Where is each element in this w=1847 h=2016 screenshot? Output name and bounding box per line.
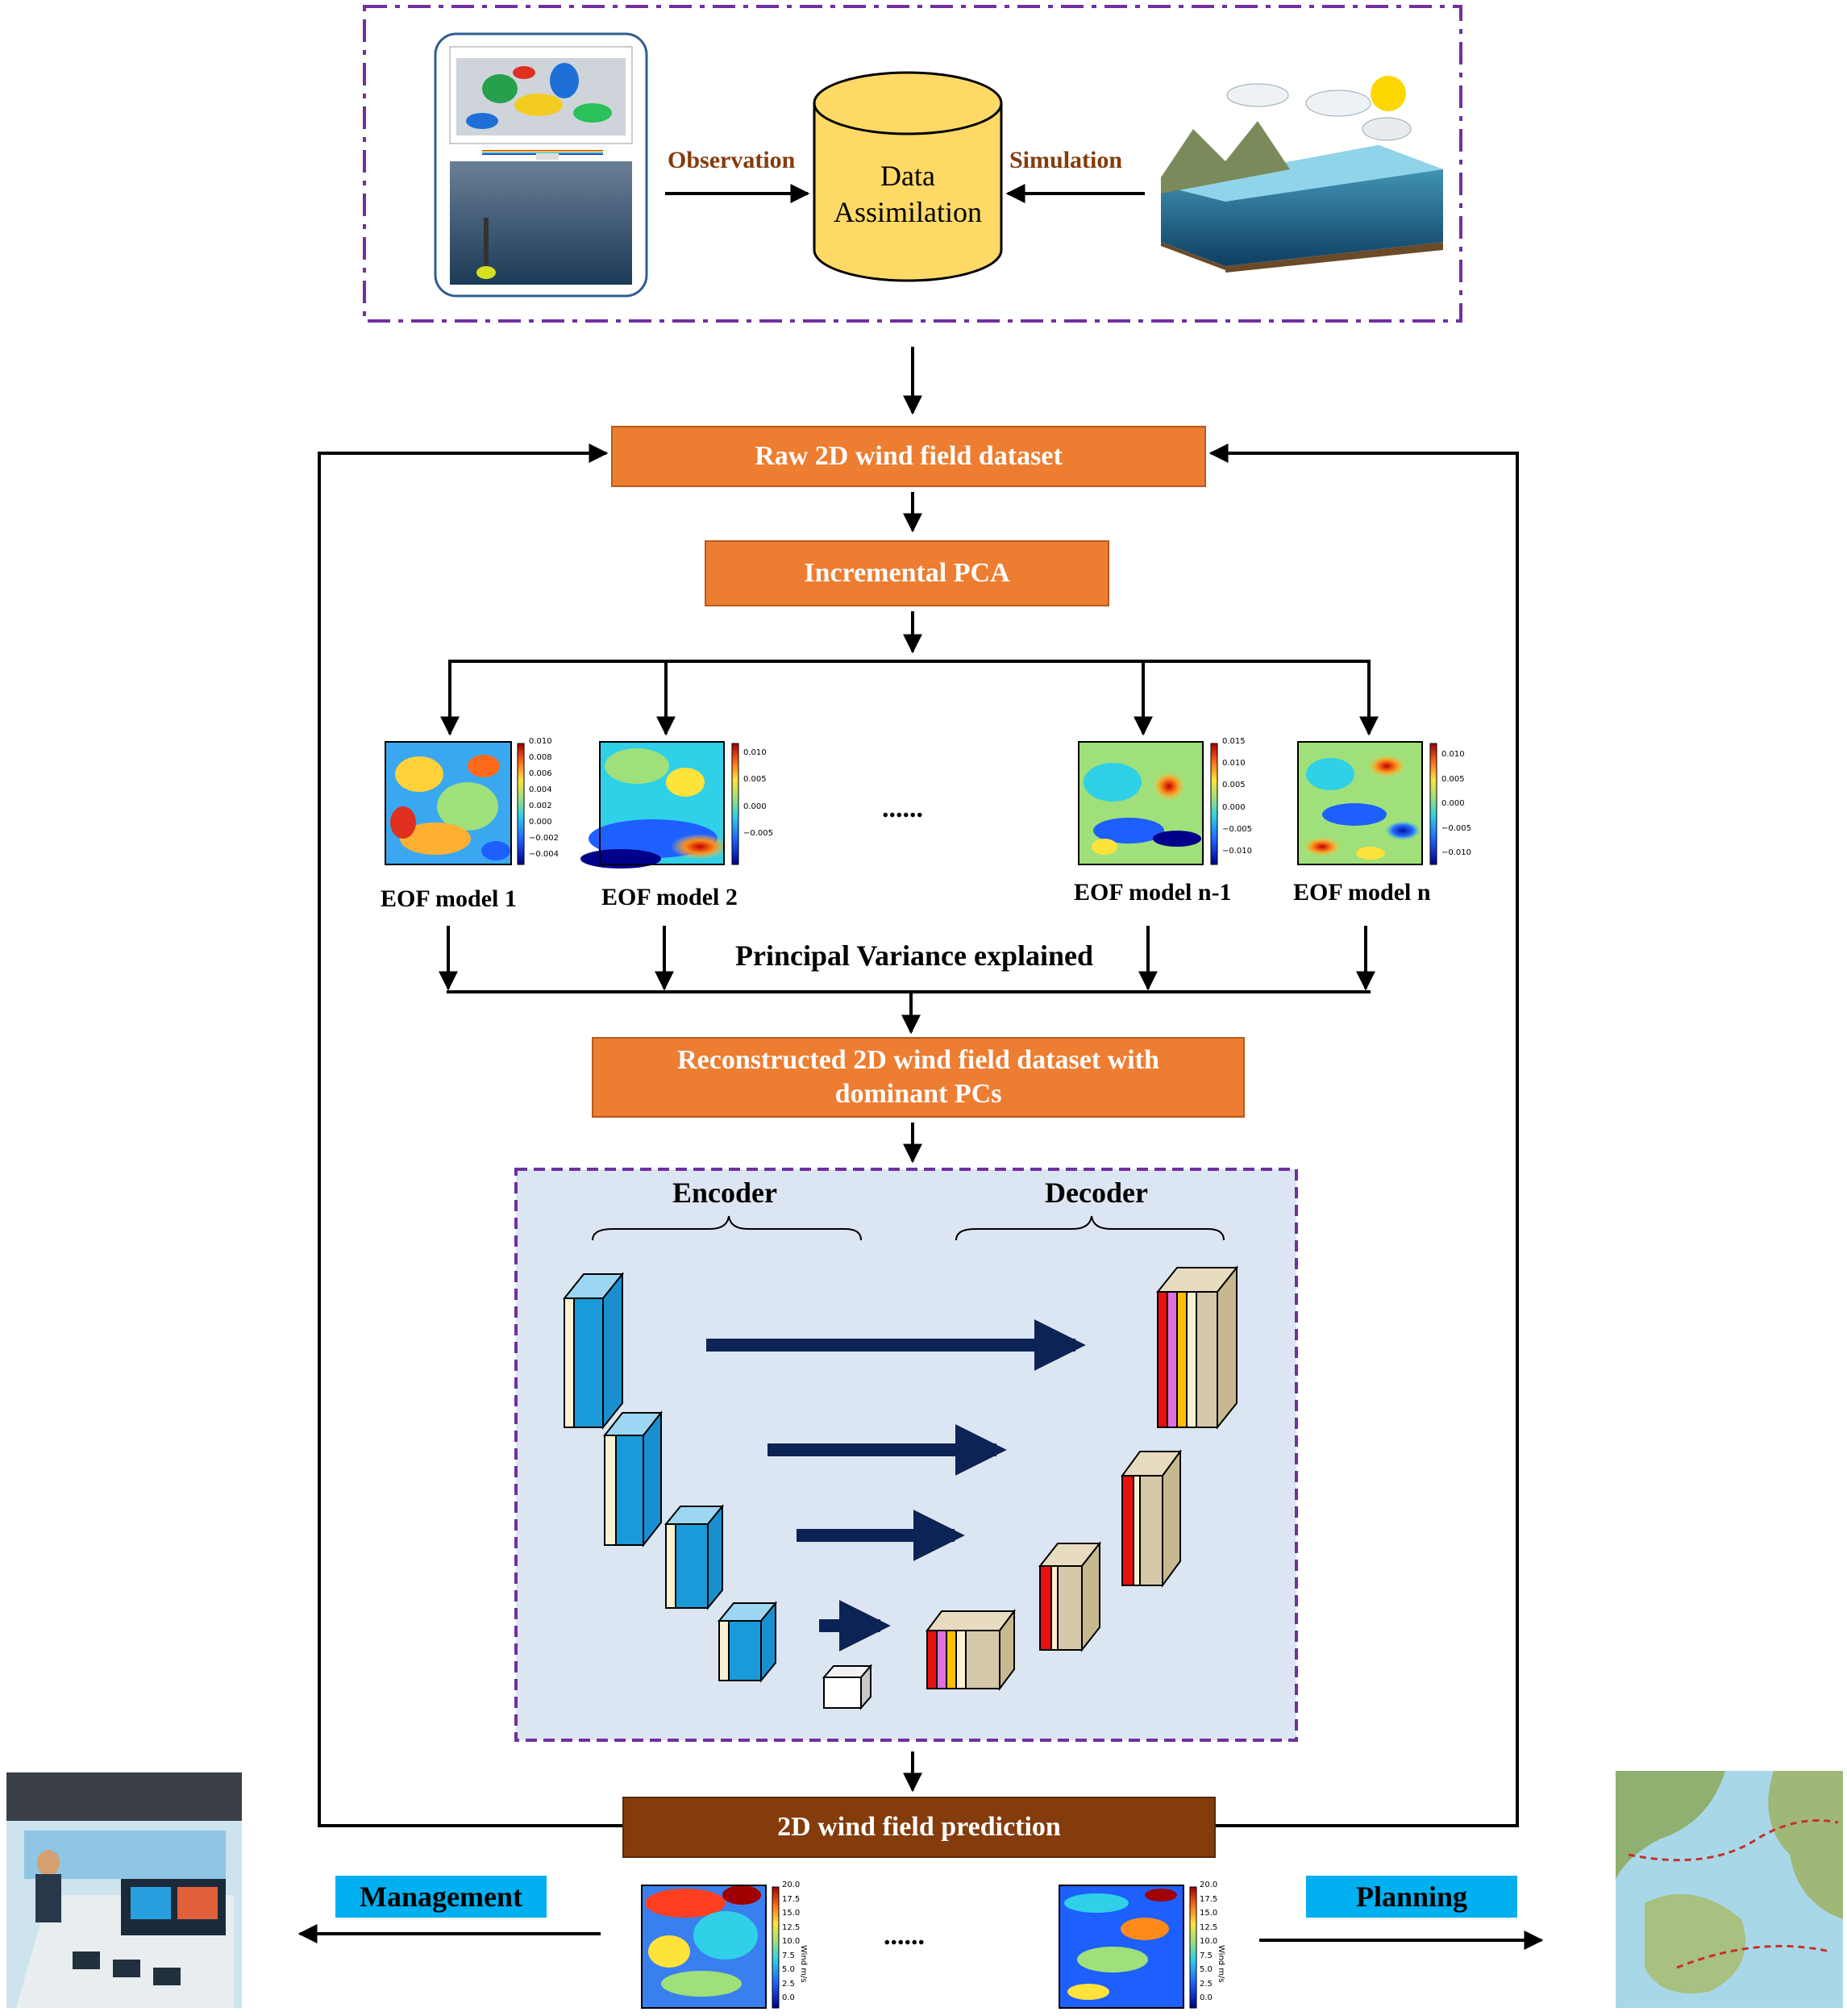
colorbar-tick-label: 7.5 bbox=[782, 1951, 795, 1960]
colorbar-tick-label: 5.0 bbox=[1200, 1965, 1213, 1974]
observation-image bbox=[434, 32, 648, 298]
eof-map-n bbox=[1297, 741, 1423, 865]
prediction-box: 2D wind field prediction bbox=[622, 1797, 1216, 1858]
simulation-label: Simulation bbox=[1009, 147, 1123, 173]
colorbar-tick-label: 0.000 bbox=[1441, 799, 1465, 808]
prediction-colorbar-2-ticks: 20.0 17.5 15.0 12.5 10.0 7.5 5.0 2.5 0.0 bbox=[1200, 1881, 1237, 2002]
wind-unit-label-2: Wind m/s bbox=[1217, 1945, 1225, 1983]
eof-colorbar-n bbox=[1429, 743, 1437, 865]
management-label: Management bbox=[335, 1876, 547, 1918]
encoder-block-4 bbox=[717, 1601, 778, 1683]
decoder-block-4 bbox=[1155, 1265, 1239, 1430]
encoder-block-1 bbox=[562, 1272, 625, 1430]
bottleneck-block bbox=[822, 1664, 873, 1710]
colorbar-tick-label: 0.005 bbox=[1222, 781, 1246, 790]
colorbar-tick-label: 0.000 bbox=[743, 802, 767, 811]
eof-colorbar-n-ticks: 0.010 0.005 0.000 −0.005 −0.010 bbox=[1441, 750, 1498, 857]
observation-label: Observation bbox=[668, 147, 796, 173]
variance-label: Principal Variance explained bbox=[735, 939, 1094, 972]
colorbar-tick-label: 2.5 bbox=[782, 1979, 795, 1989]
eof-map-n-1 bbox=[1078, 741, 1204, 865]
decoder-block-2 bbox=[1038, 1541, 1102, 1652]
acquisition-panel bbox=[363, 5, 1462, 323]
planning-label: Planning bbox=[1306, 1876, 1517, 1918]
encoder-block-3 bbox=[664, 1504, 725, 1610]
colorbar-tick-label: −0.005 bbox=[743, 829, 774, 838]
eof-label-n-1: EOF model n-1 bbox=[1074, 879, 1232, 906]
decoder-block-1 bbox=[926, 1609, 1016, 1691]
colorbar-tick-label: 0.010 bbox=[1441, 750, 1465, 759]
eof-colorbar-2 bbox=[731, 743, 739, 865]
eof-map-1 bbox=[385, 741, 512, 865]
eof-label-2: EOF model 2 bbox=[601, 884, 738, 910]
colorbar-tick-label: 0.000 bbox=[529, 818, 552, 827]
colorbar-tick-label: 15.0 bbox=[782, 1909, 801, 1918]
eof-colorbar-1 bbox=[517, 743, 525, 865]
incremental-pca-box: Incremental PCA bbox=[705, 540, 1109, 606]
colorbar-tick-label: 20.0 bbox=[782, 1881, 801, 1889]
prediction-map-2 bbox=[1059, 1885, 1184, 2009]
colorbar-tick-label: 0.004 bbox=[529, 785, 552, 794]
encoder-block-2 bbox=[602, 1410, 664, 1547]
colorbar-tick-label: 0.008 bbox=[529, 753, 552, 762]
colorbar-tick-label: 0.006 bbox=[529, 769, 552, 778]
prediction-colorbar-1-ticks: 20.0 17.5 15.0 12.5 10.0 7.5 5.0 2.5 0.0 bbox=[782, 1881, 819, 2002]
eof-label-n: EOF model n bbox=[1293, 879, 1431, 906]
encoder-brace bbox=[592, 1215, 862, 1241]
eof-map-2 bbox=[580, 741, 729, 868]
colorbar-tick-label: 0.010 bbox=[1222, 759, 1246, 768]
prediction-colorbar-1 bbox=[772, 1886, 780, 2009]
colorbar-tick-label: 5.0 bbox=[782, 1965, 795, 1974]
simulation-image bbox=[1143, 71, 1451, 274]
ship-bridge-image bbox=[6, 1772, 242, 2008]
encoder-label: Encoder bbox=[672, 1177, 777, 1209]
colorbar-tick-label: 17.5 bbox=[782, 1894, 801, 1904]
route-map-image bbox=[1616, 1771, 1843, 2008]
colorbar-tick-label: 0.000 bbox=[1222, 802, 1246, 812]
colorbar-tick-label: 0.005 bbox=[743, 775, 767, 785]
colorbar-tick-label: 12.5 bbox=[1200, 1922, 1218, 1932]
colorbar-tick-label: −0.010 bbox=[1222, 847, 1253, 856]
colorbar-tick-label: 7.5 bbox=[1200, 1951, 1213, 1960]
colorbar-tick-label: −0.005 bbox=[1441, 823, 1472, 833]
eof-colorbar-n-1-ticks: 0.015 0.010 0.005 0.000 −0.005 −0.010 bbox=[1222, 737, 1279, 856]
decoder-brace bbox=[955, 1215, 1225, 1241]
colorbar-tick-label: 12.5 bbox=[782, 1922, 801, 1932]
eof-colorbar-2-ticks: 0.010 0.005 0.000 −0.005 bbox=[743, 748, 800, 838]
data-assimilation-database-icon bbox=[813, 71, 1003, 282]
colorbar-tick-label: −0.004 bbox=[529, 850, 560, 859]
eof-colorbar-n-1 bbox=[1210, 743, 1218, 865]
eof-label-1: EOF model 1 bbox=[381, 885, 517, 912]
prediction-colorbar-2 bbox=[1189, 1886, 1197, 2009]
decoder-block-3 bbox=[1121, 1448, 1182, 1589]
colorbar-tick-label: 0.005 bbox=[1441, 774, 1465, 784]
colorbar-tick-label: 0.0 bbox=[1200, 1993, 1213, 2002]
colorbar-tick-label: 15.0 bbox=[1200, 1909, 1218, 1918]
wind-unit-label-1: Wind m/s bbox=[799, 1945, 808, 1983]
colorbar-tick-label: 20.0 bbox=[1200, 1881, 1218, 1889]
colorbar-tick-label: 10.0 bbox=[782, 1937, 801, 1946]
colorbar-tick-label: 17.5 bbox=[1200, 1894, 1218, 1904]
eof-ellipsis: ...... bbox=[882, 793, 923, 823]
colorbar-tick-label: 2.5 bbox=[1200, 1979, 1213, 1989]
eof-colorbar-1-ticks: 0.010 0.008 0.006 0.004 0.002 0.000 −0.002 −0.0… bbox=[529, 737, 585, 859]
colorbar-tick-label: −0.010 bbox=[1441, 848, 1472, 857]
colorbar-tick-label: 0.0 bbox=[782, 1993, 795, 2002]
decoder-label: Decoder bbox=[1045, 1177, 1148, 1209]
colorbar-tick-label: 0.010 bbox=[529, 737, 552, 746]
raw-dataset-box: Raw 2D wind field dataset bbox=[611, 426, 1206, 487]
prediction-map-1 bbox=[641, 1885, 767, 2009]
colorbar-tick-label: 0.010 bbox=[743, 748, 767, 757]
data-assimilation-label: Data Assimilation bbox=[833, 160, 982, 228]
colorbar-tick-label: −0.005 bbox=[1222, 824, 1253, 834]
colorbar-tick-label: 0.002 bbox=[529, 802, 552, 810]
reconstructed-dataset-box: Reconstructed 2D wind field dataset with… bbox=[592, 1037, 1245, 1118]
prediction-ellipsis: ...... bbox=[884, 1921, 925, 1951]
colorbar-tick-label: −0.002 bbox=[529, 834, 560, 843]
colorbar-tick-label: 0.015 bbox=[1222, 737, 1246, 746]
colorbar-tick-label: 10.0 bbox=[1200, 1937, 1218, 1946]
